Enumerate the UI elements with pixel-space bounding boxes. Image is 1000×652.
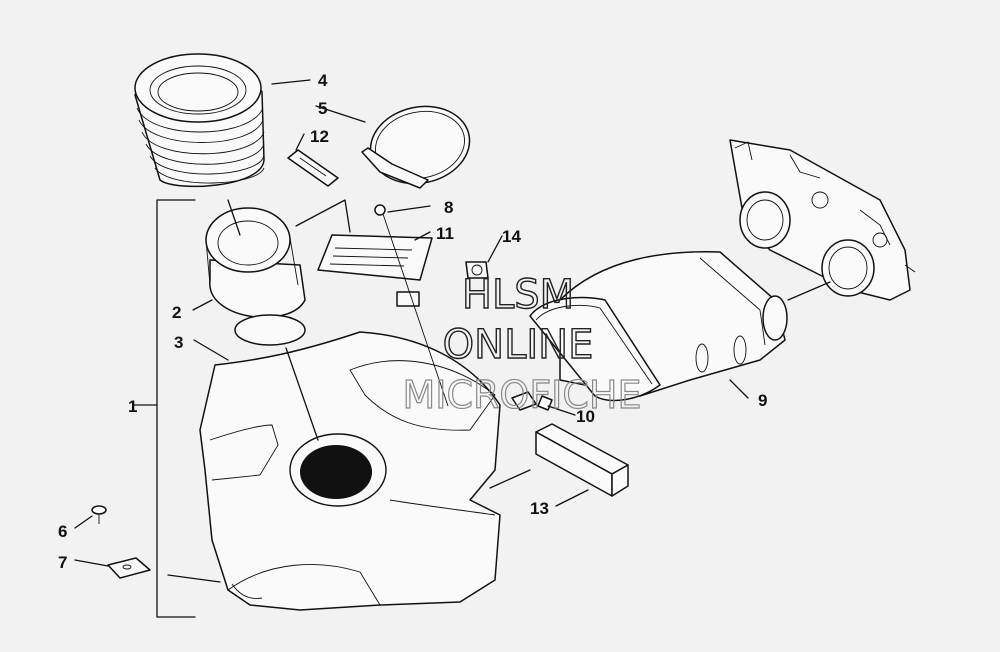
callout-5: 5 [318, 99, 327, 118]
watermark-line-1: HLSM [462, 272, 574, 318]
callout-2: 2 [172, 303, 181, 322]
part-4-intake-boot [134, 53, 265, 188]
callout-7: 7 [58, 553, 67, 572]
callout-3: 3 [174, 333, 183, 352]
watermark: HLSM ONLINE MICROFICHE [402, 271, 642, 417]
callout-4: 4 [318, 71, 328, 90]
part-5-clamp [361, 105, 471, 189]
callout-9: 9 [758, 391, 767, 410]
callout-1: 1 [128, 397, 137, 416]
part-8-bolt [374, 204, 449, 407]
part-12-plate [287, 149, 339, 187]
part-2-collar [205, 207, 306, 346]
part-3-airbox-housing [199, 331, 501, 611]
part-11-decal [317, 234, 433, 307]
airbox-opening [300, 445, 372, 499]
callout-12: 12 [310, 127, 329, 146]
carburetor-assembly [729, 139, 916, 301]
watermark-line-3: MICROFICHE [402, 373, 641, 417]
callout-10: 10 [576, 407, 595, 426]
part-6-screw [91, 505, 107, 524]
part-13-foam-block [535, 423, 629, 497]
callout-14: 14 [502, 227, 521, 246]
leader-lines [74, 79, 831, 618]
callout-labels: 1 2 3 4 5 6 7 8 9 10 11 12 13 14 [58, 71, 767, 572]
part-7-bracket [107, 557, 151, 579]
part-14-clip [465, 261, 489, 279]
callout-8: 8 [444, 198, 453, 217]
part-9-silencer [529, 251, 788, 402]
callout-13: 13 [530, 499, 549, 518]
watermark-line-2: ONLINE [443, 322, 594, 368]
callout-6: 6 [58, 522, 67, 541]
callout-11: 11 [436, 224, 454, 243]
